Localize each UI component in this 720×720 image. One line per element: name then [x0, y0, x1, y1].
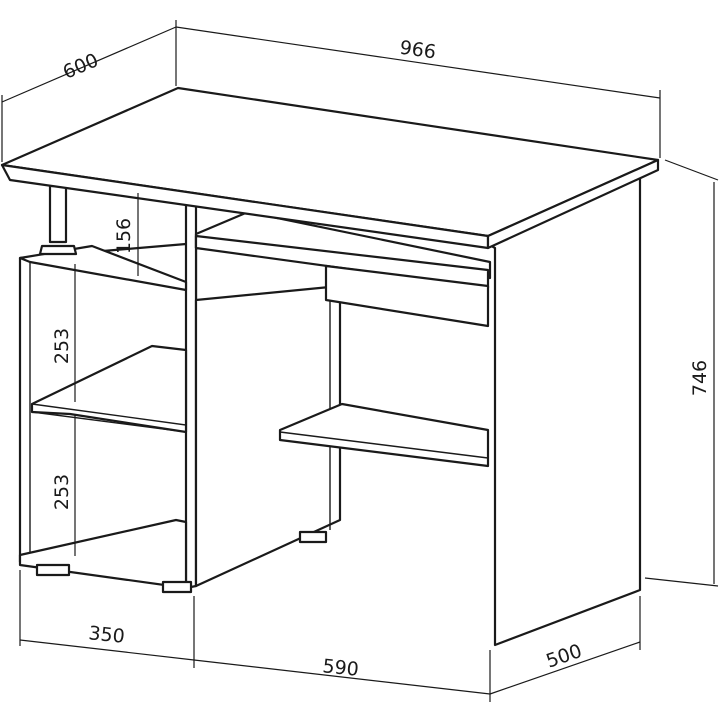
- cabinet-inner-panel: [184, 198, 198, 590]
- cabinet-foot-back: [161, 580, 193, 594]
- label-shelf-gap-bottom: 253: [51, 474, 73, 510]
- ext-line-746-top: [664, 159, 719, 181]
- modesty-panel: [194, 284, 342, 588]
- dim-line-500: [489, 641, 641, 695]
- ext-line-746-bottom: [644, 577, 719, 587]
- desktop-side-edge: [486, 158, 660, 250]
- dimension-lines: [1, 20, 719, 702]
- lower-shelf-edge: [279, 431, 489, 459]
- dimension-labels: 600 966 746 156 253 253 350 590 500: [51, 37, 711, 681]
- label-depth-top: 600: [60, 49, 102, 83]
- label-cabinet-width: 350: [87, 622, 125, 648]
- rear-foot: [298, 530, 328, 544]
- label-shelf-gap-top: 156: [113, 218, 135, 254]
- dim-line-966: [175, 26, 661, 99]
- label-shelf-gap-middle: 253: [51, 328, 73, 364]
- dim-line-350: [19, 639, 195, 661]
- cabinet-foot-front: [35, 563, 71, 577]
- dim-line-600: [1, 26, 177, 103]
- cabinet-bottom: [18, 518, 188, 590]
- label-side-depth: 500: [543, 640, 584, 673]
- cabinet-shelf-middle-front: [31, 403, 187, 433]
- keyboard-rail: [324, 264, 490, 328]
- label-knee-width: 590: [321, 655, 359, 681]
- right-side-panel: [486, 174, 642, 647]
- desk-geometry: [0, 86, 660, 647]
- support-column: [48, 184, 68, 244]
- cabinet-shelf-top: [18, 244, 188, 292]
- label-height-total: 746: [689, 360, 711, 396]
- support-column-base: [38, 244, 78, 256]
- label-width-total: 966: [398, 37, 437, 64]
- dim-line-590: [193, 659, 491, 695]
- lower-shelf: [278, 402, 490, 468]
